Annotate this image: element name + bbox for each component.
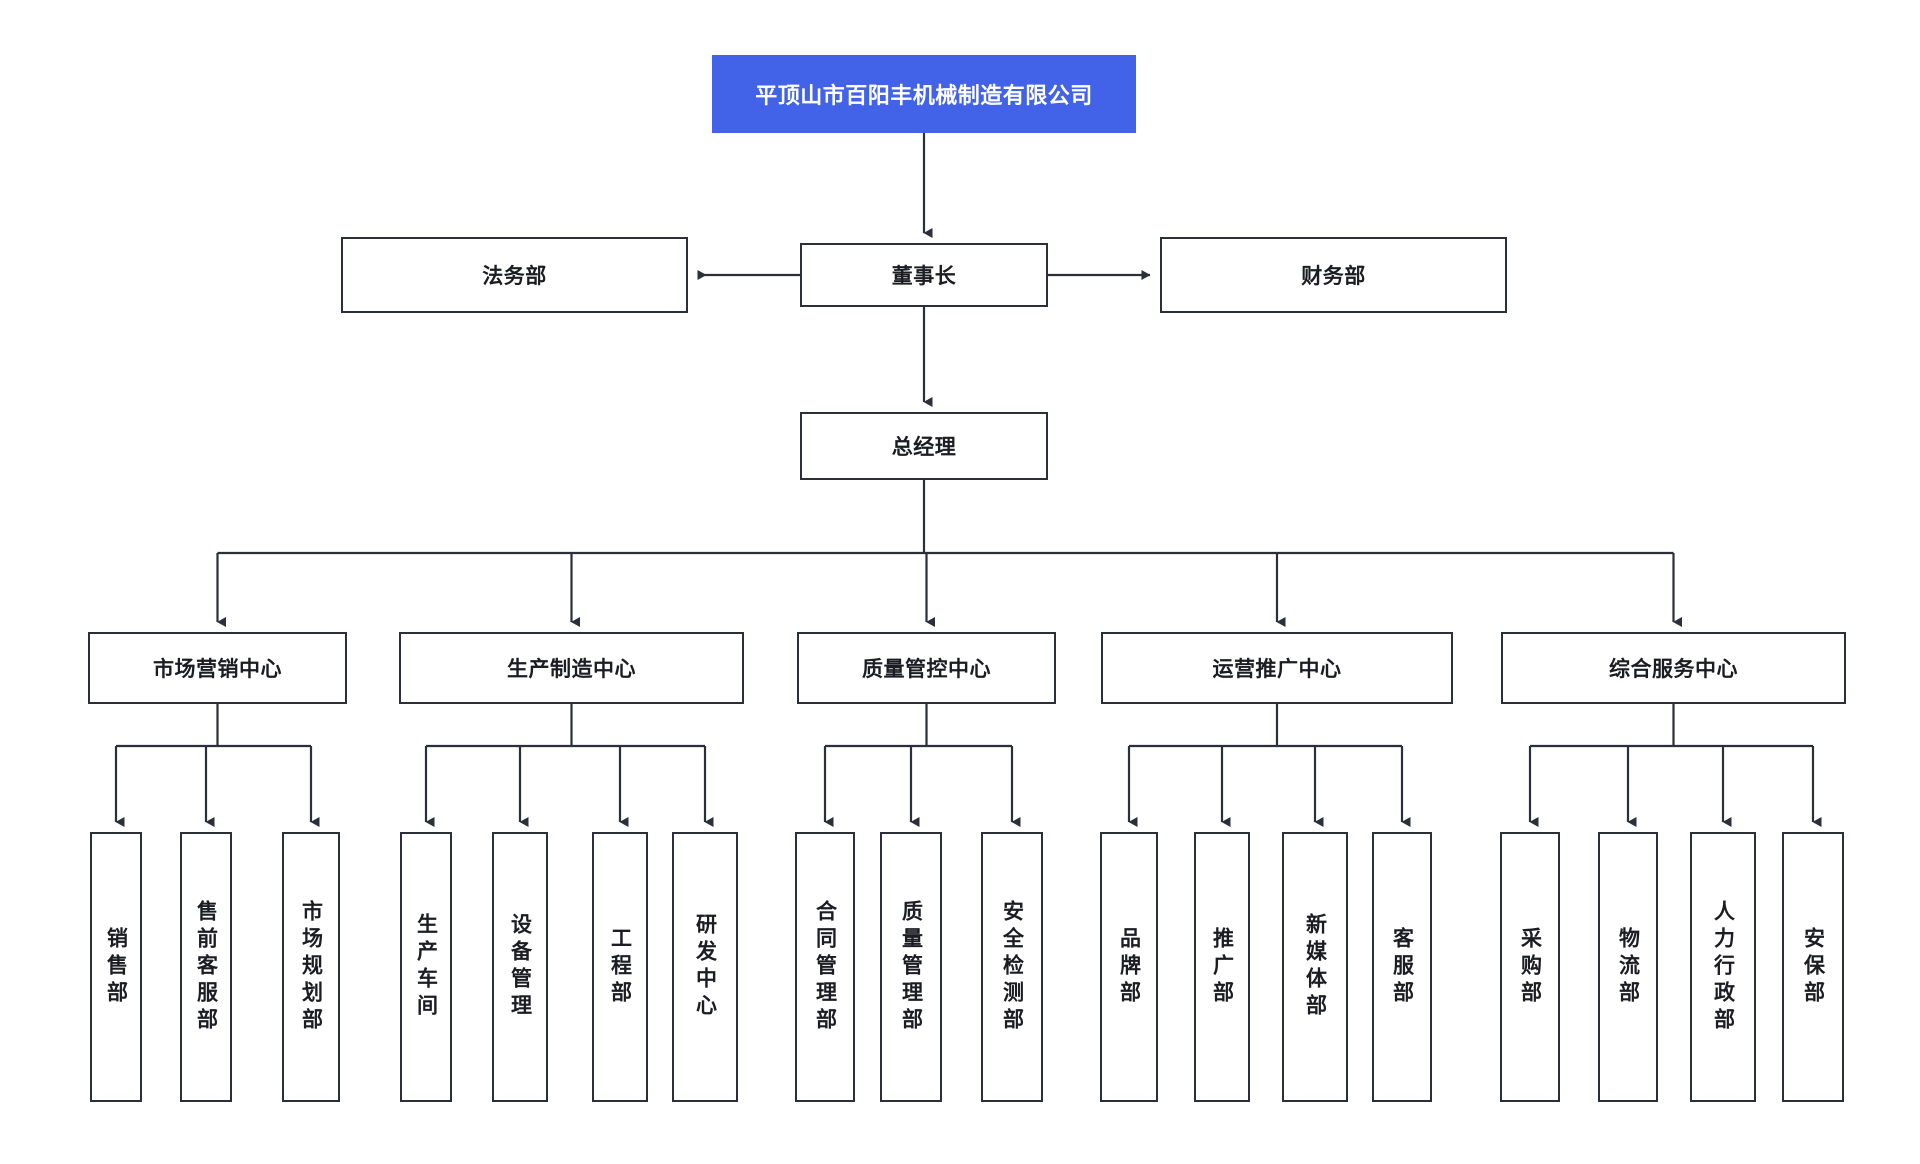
node-dept-2-1-label: 生产车间 — [414, 913, 438, 1021]
node-dept-4-3-label: 新媒体部 — [1303, 913, 1327, 1021]
node-dept-1-2: 售前客服部 — [180, 832, 232, 1102]
node-dept-4-4: 客服部 — [1372, 832, 1432, 1102]
node-center-3: 质量管控中心 — [797, 632, 1056, 704]
node-dept-2-4-label: 研发中心 — [693, 913, 717, 1021]
node-dept-3-3: 安全检测部 — [981, 832, 1043, 1102]
node-dept-5-2-label: 物流部 — [1616, 926, 1640, 1008]
node-finance-dept: 财务部 — [1160, 237, 1507, 313]
node-dept-5-2: 物流部 — [1598, 832, 1658, 1102]
node-dept-2-2: 设备管理 — [492, 832, 548, 1102]
node-dept-2-2-label: 设备管理 — [508, 913, 532, 1021]
node-dept-1-3-label: 市场规划部 — [299, 899, 323, 1035]
node-dept-4-2: 推广部 — [1194, 832, 1250, 1102]
node-dept-4-2-label: 推广部 — [1210, 926, 1234, 1008]
node-dept-4-1: 品牌部 — [1100, 832, 1158, 1102]
node-dept-3-1: 合同管理部 — [795, 832, 855, 1102]
node-dept-5-4-label: 安保部 — [1801, 926, 1825, 1008]
node-dept-2-3: 工程部 — [592, 832, 648, 1102]
node-dept-4-4-label: 客服部 — [1390, 926, 1414, 1008]
node-dept-3-3-label: 安全检测部 — [1000, 899, 1024, 1035]
node-dept-1-1: 销售部 — [90, 832, 142, 1102]
node-dept-3-1-label: 合同管理部 — [813, 899, 837, 1035]
node-dept-3-2-label: 质量管理部 — [899, 899, 923, 1035]
node-center-2: 生产制造中心 — [399, 632, 744, 704]
node-dept-2-1: 生产车间 — [400, 832, 452, 1102]
node-dept-1-1-label: 销售部 — [104, 926, 128, 1008]
node-dept-5-3: 人力行政部 — [1690, 832, 1756, 1102]
node-general-manager: 总经理 — [800, 412, 1048, 480]
node-chairman: 董事长 — [800, 243, 1048, 307]
node-legal-dept: 法务部 — [341, 237, 688, 313]
node-dept-5-4: 安保部 — [1782, 832, 1844, 1102]
node-dept-5-1: 采购部 — [1500, 832, 1560, 1102]
node-company-root: 平顶山市百阳丰机械制造有限公司 — [712, 55, 1136, 133]
node-dept-1-2-label: 售前客服部 — [194, 899, 218, 1035]
node-center-1: 市场营销中心 — [88, 632, 347, 704]
node-center-5: 综合服务中心 — [1501, 632, 1846, 704]
node-dept-4-3: 新媒体部 — [1282, 832, 1348, 1102]
node-center-4: 运营推广中心 — [1101, 632, 1453, 704]
node-dept-4-1-label: 品牌部 — [1117, 926, 1141, 1008]
node-dept-1-3: 市场规划部 — [282, 832, 340, 1102]
node-dept-2-4: 研发中心 — [672, 832, 738, 1102]
node-dept-3-2: 质量管理部 — [880, 832, 942, 1102]
node-dept-2-3-label: 工程部 — [608, 926, 632, 1008]
node-dept-5-1-label: 采购部 — [1518, 926, 1542, 1008]
node-dept-5-3-label: 人力行政部 — [1711, 899, 1735, 1035]
